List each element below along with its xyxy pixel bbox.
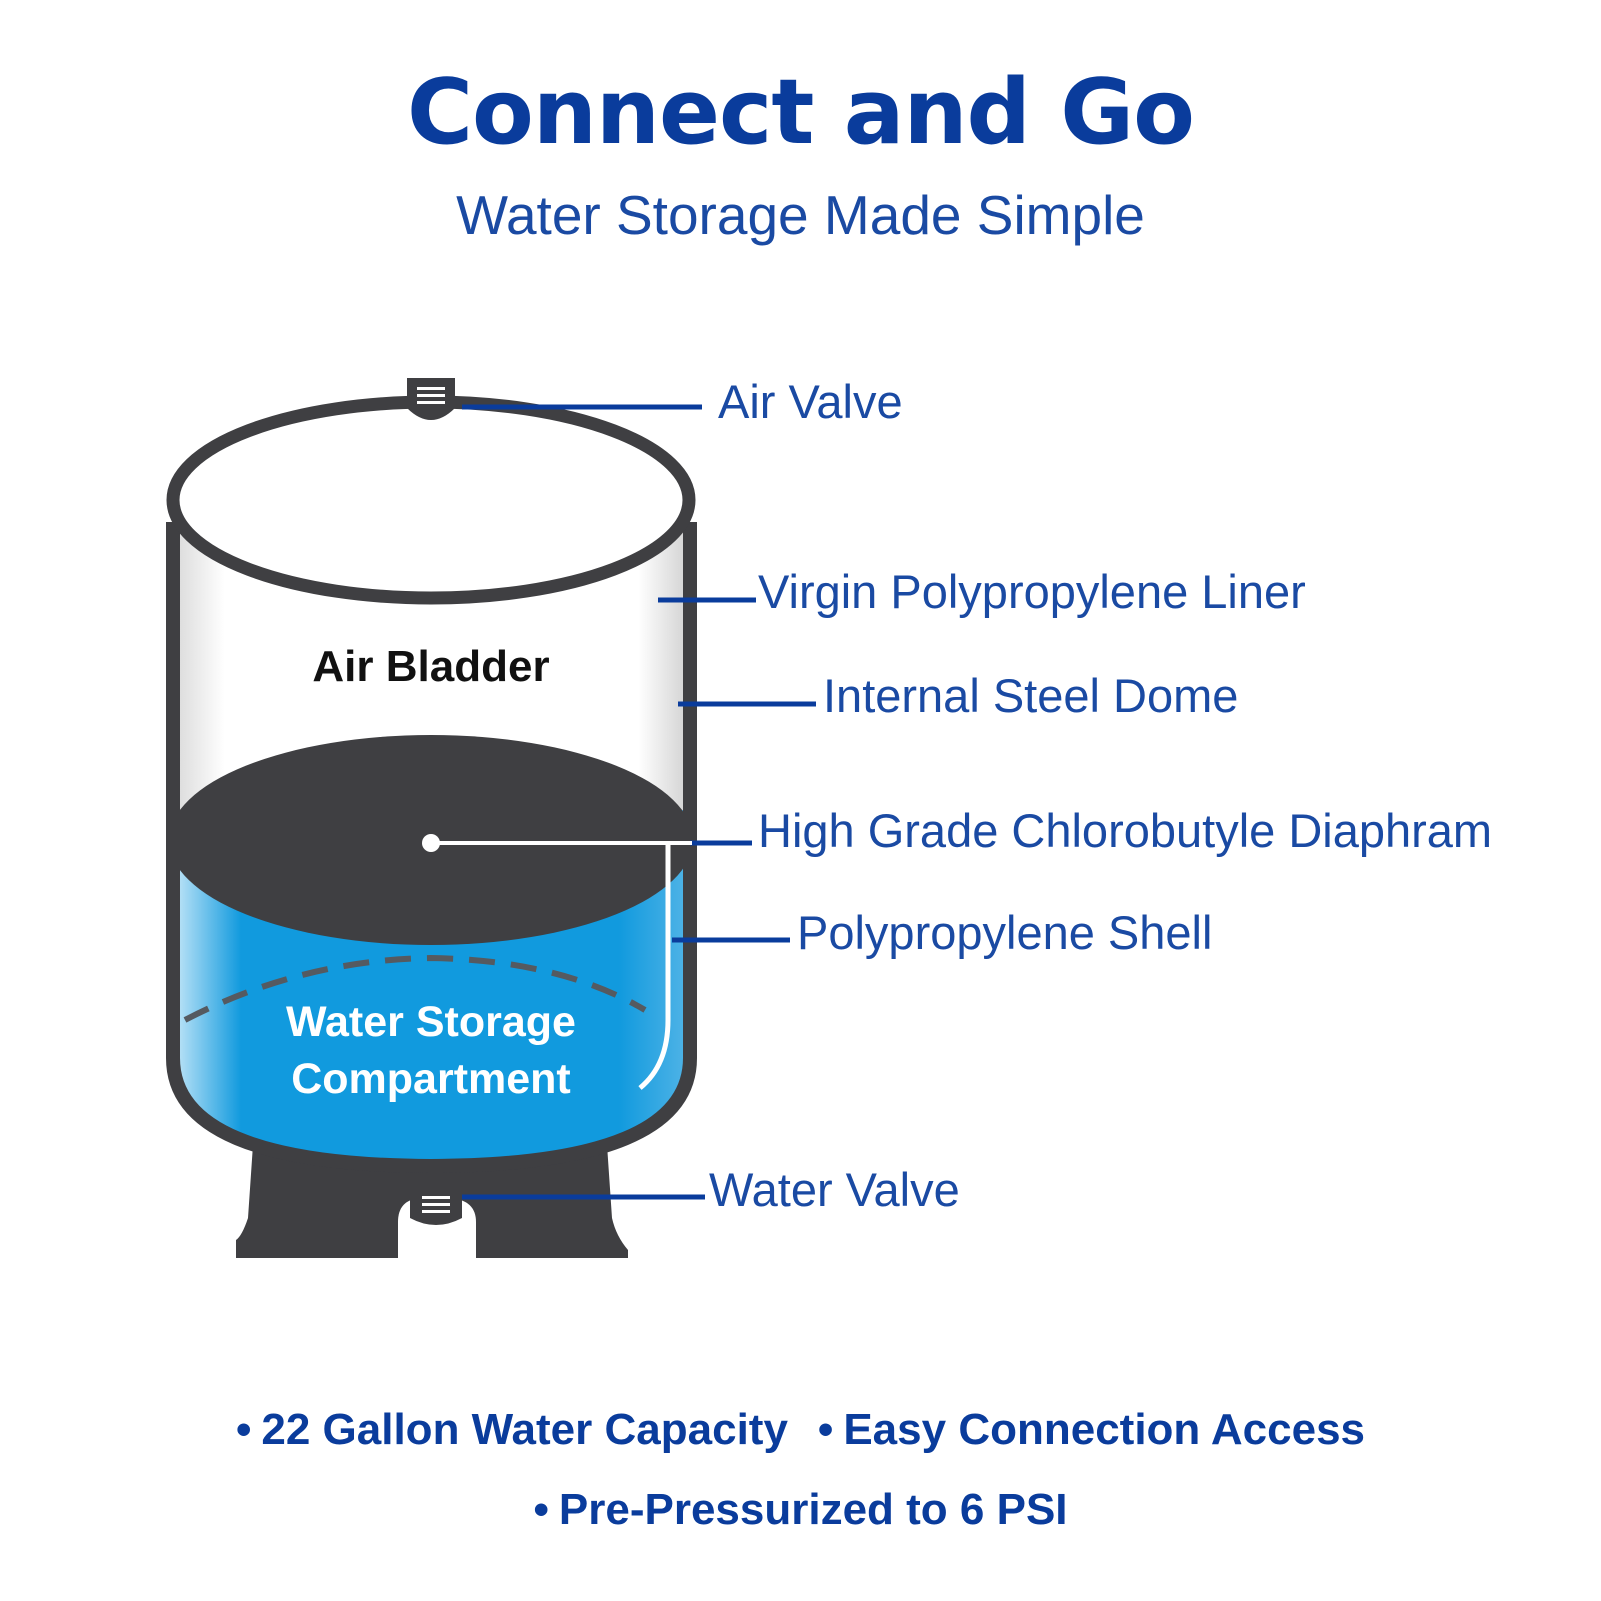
diaphragm-label: High Grade Chlorobutyle Diaphram: [758, 804, 1493, 857]
liner-label: Virgin Polypropylene Liner: [758, 565, 1306, 618]
tank-top-dome: [166, 395, 696, 605]
page-subtitle: Water Storage Made Simple: [456, 184, 1145, 246]
air-valve-icon: [407, 378, 455, 420]
feature-pressure: Pre-Pressurized to 6 PSI: [558, 1485, 1068, 1534]
steel-dome-dashed: [183, 954, 647, 1023]
water-valve-icon: [410, 1188, 462, 1225]
water-valve-label: Water Valve: [709, 1163, 960, 1216]
bullet-icon: •: [235, 1405, 252, 1454]
feature-row-2: •Pre-Pressurized to 6 PSI: [0, 1488, 1601, 1532]
bullet-icon: •: [817, 1405, 834, 1454]
steel-dome-label: Internal Steel Dome: [823, 669, 1239, 722]
air-valve-label: Air Valve: [718, 375, 903, 428]
callout-lines: [462, 404, 816, 1200]
feature-connection: Easy Connection Access: [843, 1405, 1366, 1454]
tank-body: [166, 395, 697, 1174]
page-title: Connect and Go: [406, 60, 1195, 165]
shell-label: Polypropylene Shell: [797, 906, 1213, 959]
water-compartment-label-line2: Compartment: [291, 1055, 571, 1103]
water-compartment-label-line1: Water Storage: [286, 998, 576, 1046]
diaphragm-dot: [422, 834, 440, 852]
feature-row-1: •22 Gallon Water Capacity•Easy Connectio…: [0, 1408, 1601, 1452]
air-bladder-label: Air Bladder: [312, 642, 550, 691]
feature-capacity: 22 Gallon Water Capacity: [261, 1405, 788, 1454]
bullet-icon: •: [533, 1485, 549, 1534]
